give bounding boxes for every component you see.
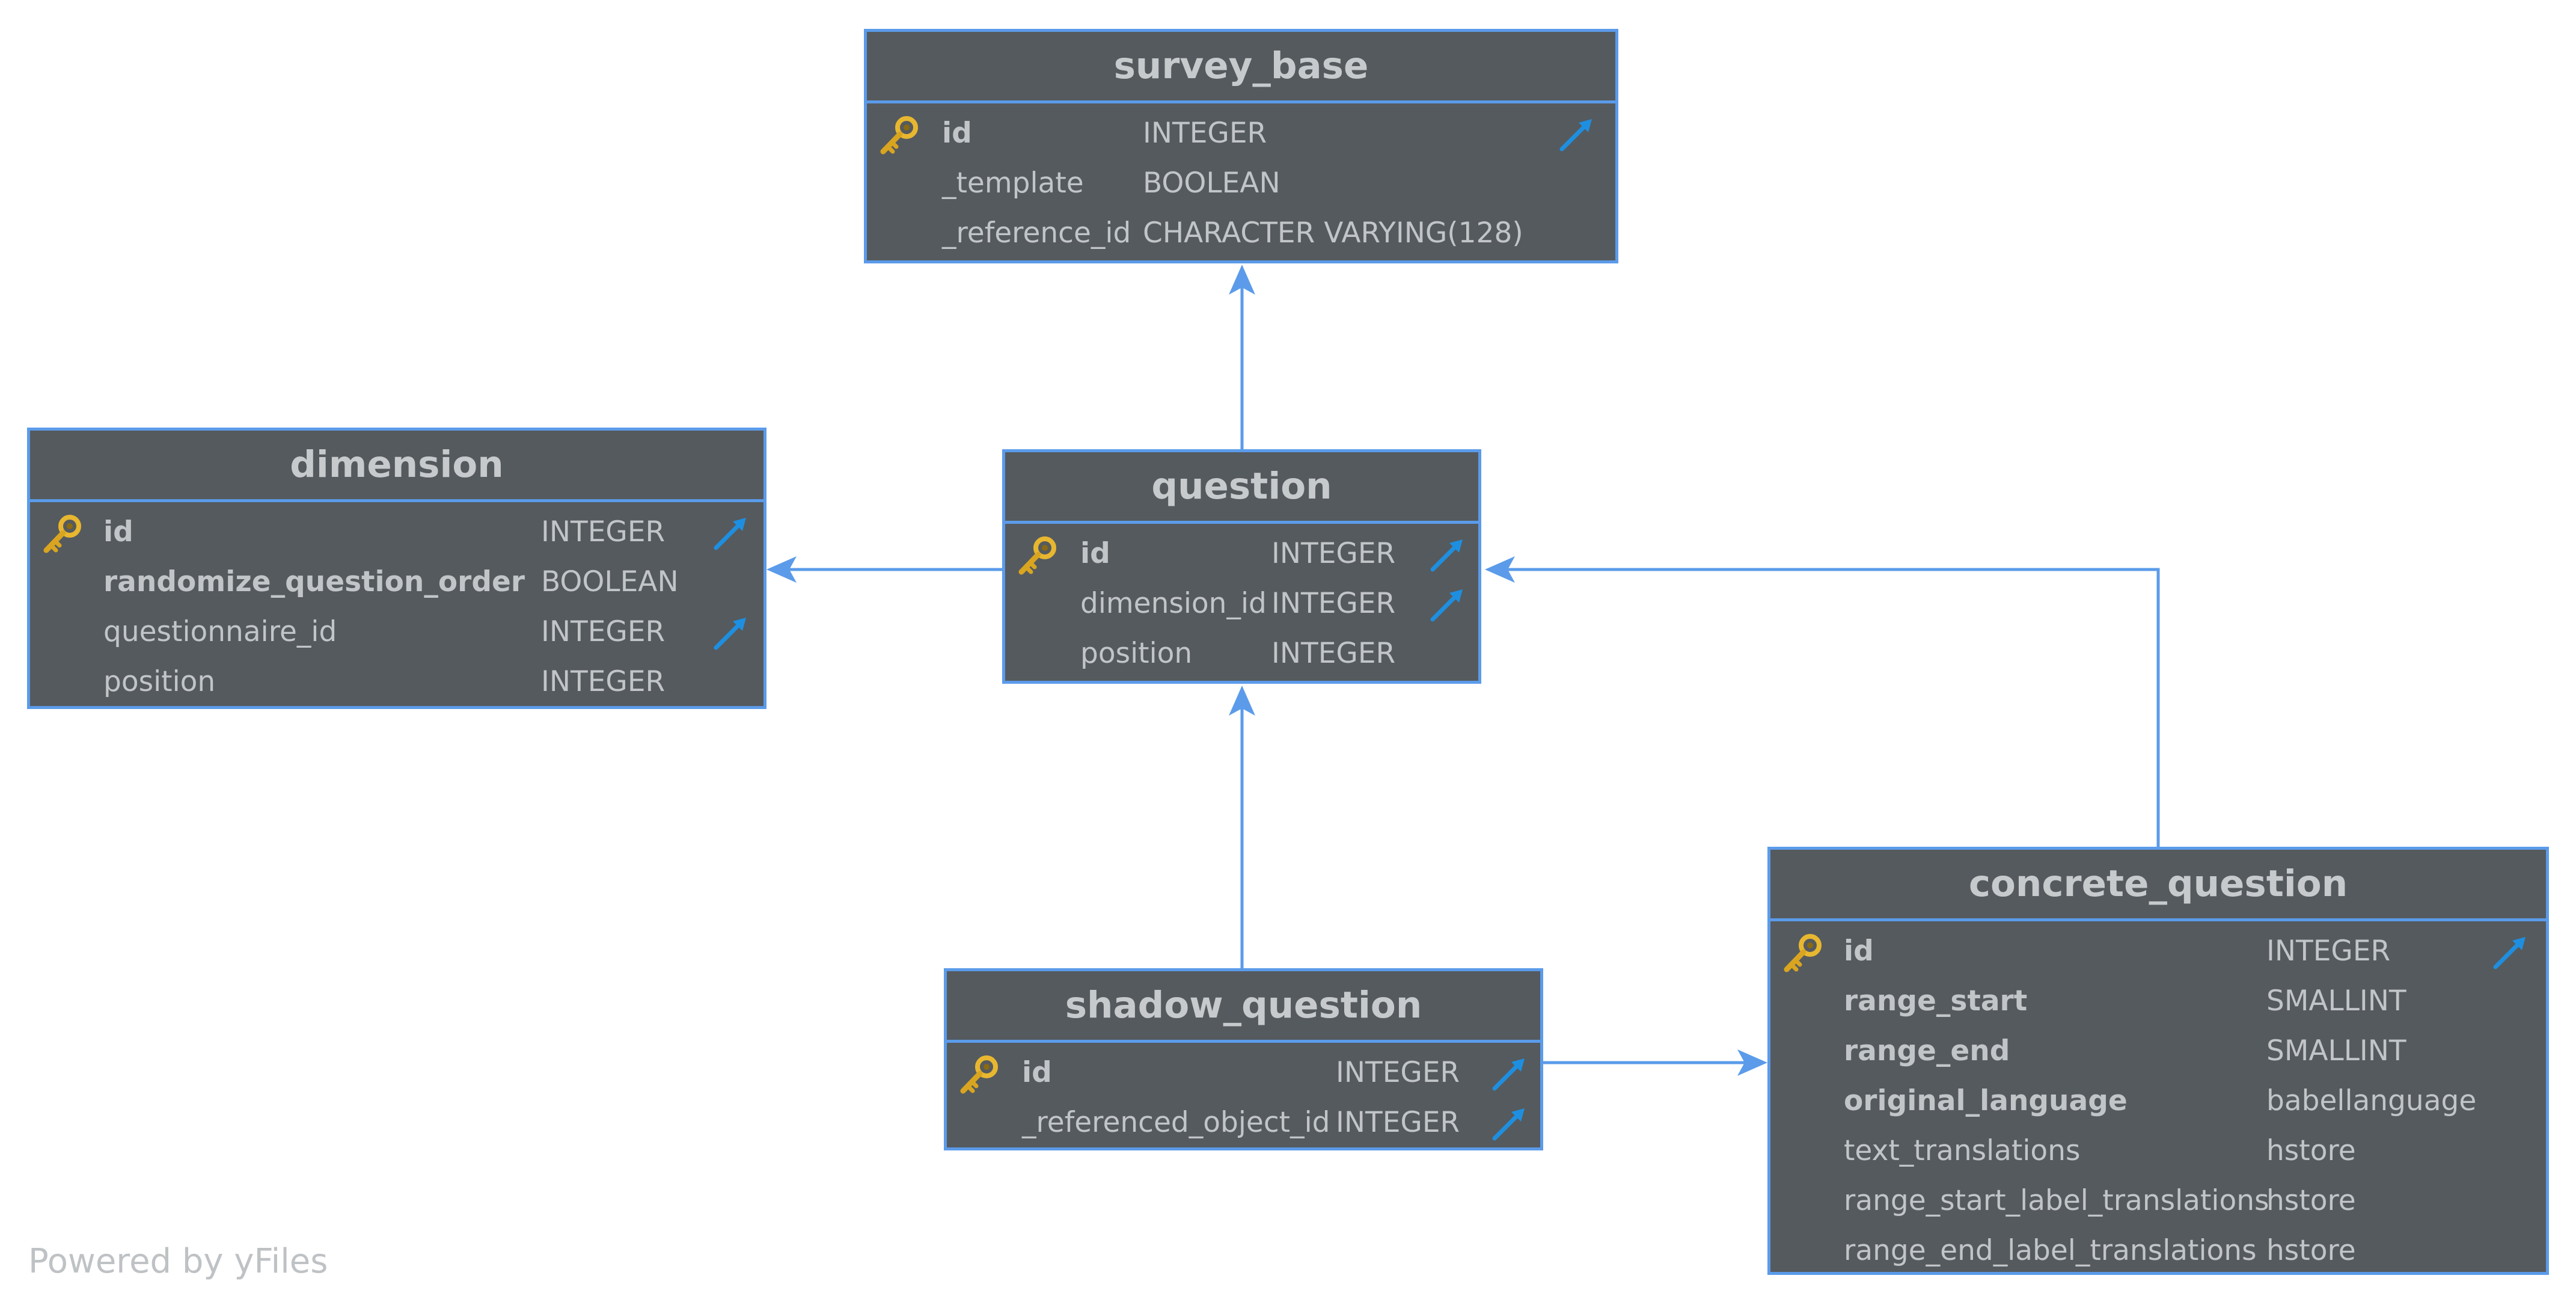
table-survey-base[interactable]: survey_base id INTEGER _template BOOLEAN _re… — [864, 29, 1618, 263]
table-row[interactable]: original_language babellanguage — [1770, 1076, 2546, 1126]
foreign-key-arrow-icon — [2493, 937, 2526, 969]
column-name: _referenced_object_id — [1022, 1106, 1330, 1139]
foreign-key-arrow-icon — [1430, 589, 1463, 622]
table-row[interactable]: id INTEGER — [1770, 926, 2546, 976]
table-row[interactable]: range_end SMALLINT — [1770, 1026, 2546, 1076]
table-row[interactable]: text_translations hstore — [1770, 1126, 2546, 1176]
arrowhead-concrete-question — [1737, 1049, 1767, 1076]
column-type: INTEGER — [1271, 587, 1396, 620]
column-name: text_translations — [1844, 1134, 2081, 1167]
column-type: hstore — [2266, 1234, 2356, 1267]
table-row[interactable]: _template BOOLEAN — [867, 158, 1615, 208]
column-name: id — [103, 515, 133, 548]
column-name: id — [1080, 537, 1110, 570]
column-name: questionnaire_id — [103, 615, 337, 648]
foreign-key-arrow-icon — [714, 518, 746, 550]
arrowhead-question-bottom — [1229, 686, 1255, 716]
column-name: id — [942, 117, 972, 150]
table-row[interactable]: range_end_label_translations hstore — [1770, 1226, 2546, 1276]
column-name: position — [1080, 637, 1193, 670]
table-row[interactable]: id INTEGER — [947, 1048, 1540, 1098]
table-row[interactable]: randomize_question_order BOOLEAN — [30, 557, 763, 607]
primary-key-icon — [960, 1055, 998, 1094]
table-title: survey_base — [867, 32, 1615, 103]
column-type: babellanguage — [2266, 1084, 2477, 1117]
column-type: INTEGER — [541, 665, 665, 698]
column-name: randomize_question_order — [103, 565, 525, 598]
table-row[interactable]: range_start SMALLINT — [1770, 976, 2546, 1026]
foreign-key-arrow-icon — [1559, 119, 1592, 152]
primary-key-icon — [880, 116, 918, 155]
primary-key-icon — [1784, 934, 1822, 972]
column-name: id — [1022, 1056, 1052, 1089]
table-row[interactable]: _reference_id CHARACTER VARYING(128) — [867, 208, 1615, 258]
column-type: INTEGER — [541, 615, 665, 648]
column-name: range_end — [1844, 1034, 2010, 1067]
column-name: position — [103, 665, 216, 698]
column-type: INTEGER — [1271, 537, 1396, 570]
column-name: range_start_label_translations — [1844, 1184, 2269, 1217]
column-name: range_start — [1844, 984, 2028, 1018]
table-row[interactable]: position INTEGER — [30, 657, 763, 707]
column-type: hstore — [2266, 1134, 2356, 1167]
column-name: id — [1844, 935, 1874, 968]
column-name: dimension_id — [1080, 587, 1267, 620]
column-name: _reference_id — [942, 216, 1131, 250]
column-name: _template — [942, 167, 1084, 200]
table-title: concrete_question — [1770, 850, 2546, 921]
foreign-key-arrow-icon — [1492, 1108, 1525, 1141]
arrowhead-dimension — [766, 556, 797, 583]
arrowhead-question-right — [1485, 556, 1515, 583]
table-title: shadow_question — [947, 971, 1540, 1043]
column-type: SMALLINT — [2266, 1034, 2406, 1067]
table-row[interactable]: questionnaire_id INTEGER — [30, 607, 763, 657]
table-row[interactable]: id INTEGER — [30, 507, 763, 557]
column-type: CHARACTER VARYING(128) — [1143, 216, 1523, 250]
arrowhead-survey-base — [1229, 265, 1255, 295]
foreign-key-arrow-icon — [1430, 539, 1463, 572]
edge-concrete-question-to-question[interactable] — [1503, 568, 2160, 847]
column-type: INTEGER — [2266, 935, 2391, 968]
table-title: dimension — [30, 431, 763, 502]
foreign-key-arrow-icon — [1492, 1058, 1525, 1091]
column-type: SMALLINT — [2266, 984, 2406, 1018]
primary-key-icon — [43, 515, 81, 553]
column-type: BOOLEAN — [541, 565, 679, 598]
table-row[interactable]: id INTEGER — [1005, 529, 1478, 579]
column-type: INTEGER — [1336, 1106, 1460, 1139]
table-row[interactable]: position INTEGER — [1005, 628, 1478, 678]
column-type: INTEGER — [1271, 637, 1396, 670]
powered-by-watermark: Powered by yFiles — [28, 1242, 328, 1281]
table-row[interactable]: id INTEGER — [867, 108, 1615, 158]
column-type: BOOLEAN — [1143, 167, 1280, 200]
foreign-key-arrow-icon — [714, 618, 746, 650]
primary-key-icon — [1018, 536, 1056, 575]
table-title: question — [1005, 452, 1478, 524]
column-type: hstore — [2266, 1184, 2356, 1217]
column-type: INTEGER — [1336, 1056, 1460, 1089]
column-name: range_end_label_translations — [1844, 1234, 2257, 1267]
column-type: INTEGER — [1143, 117, 1267, 150]
column-name: original_language — [1844, 1084, 2128, 1117]
column-type: INTEGER — [541, 515, 665, 548]
